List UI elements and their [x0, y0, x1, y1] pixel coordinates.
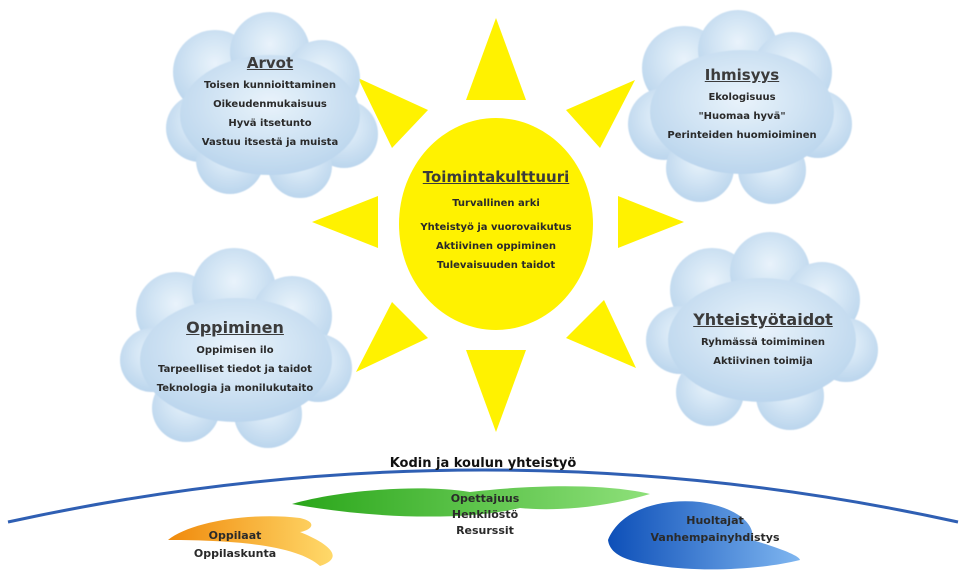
sun-ray-bottom-left: [356, 302, 428, 372]
cloud-title: Oppiminen: [186, 318, 284, 337]
home-school-title: Kodin ja koulun yhteistyö: [389, 456, 577, 471]
cloud-title: Yhteistyötaidot: [693, 310, 833, 329]
group-line: Oppilaat: [208, 529, 262, 542]
swoosh-blue: [608, 501, 800, 570]
cloud-oppiminen-text: Oppiminen Oppimisen ilo Tarpeelliset tie…: [140, 318, 330, 398]
cloud-item: "Huomaa hyvä": [698, 111, 786, 122]
sun-ray-bottom-right: [566, 300, 636, 368]
sun-rays: [312, 18, 684, 432]
center-title: Toimintakulttuuri: [422, 168, 570, 186]
cloud-item: Teknologia ja monilukutaito: [156, 383, 314, 394]
group-oppilaat: Oppilaat Oppilaskunta: [170, 527, 300, 563]
cloud-item: Ekologisuus: [708, 92, 776, 103]
center-item: Aktiivinen oppiminen: [436, 241, 556, 252]
sun-ray-top-right: [566, 80, 635, 148]
group-huoltajat: Huoltajat Vanhempainyhdistys: [630, 512, 800, 546]
center-item: Turvallinen arki: [452, 198, 540, 209]
cloud-oppiminen: [120, 248, 352, 448]
cloud-item: Vastuu itsestä ja muista: [201, 137, 339, 148]
cloud-item: Oikeudenmukaisuus: [213, 99, 327, 110]
sun-ray-top-left: [358, 78, 428, 148]
cloud-title: Arvot: [246, 54, 294, 72]
swoosh-orange: [168, 516, 333, 566]
cloud-arvot-text: Arvot Toisen kunnioittaminen Oikeudenmuk…: [180, 54, 360, 152]
cloud-yhteistyotaidot-text: Yhteistyötaidot Ryhmässä toimiminen Akti…: [668, 310, 858, 371]
sun-ray-top: [466, 18, 526, 100]
center-item: Tulevaisuuden taidot: [436, 260, 556, 271]
sun-ray-bottom: [466, 350, 526, 432]
center-item: Yhteistyö ja vuorovaikutus: [420, 222, 572, 233]
cloud-item: Ryhmässä toimiminen: [701, 337, 825, 348]
cloud-item: Toisen kunnioittaminen: [203, 80, 337, 91]
home-school-arc: [7, 468, 959, 524]
cloud-item: Hyvä itsetunto: [228, 118, 312, 129]
group-line: Oppilaskunta: [193, 547, 277, 560]
cloud-item: Tarpeelliset tiedot ja taidot: [158, 364, 312, 375]
cloud-yhteistyotaidot: [646, 232, 878, 430]
cloud-item: Perinteiden huomioiminen: [667, 130, 817, 141]
group-line: Resurssit: [456, 524, 514, 537]
sun-ray-right: [618, 196, 684, 248]
cloud-title: Ihmisyys: [704, 66, 780, 84]
center-text: Toimintakulttuuri Turvallinen arki Yhtei…: [410, 168, 582, 275]
group-line: Huoltajat: [686, 514, 744, 527]
sun-ray-left: [312, 196, 378, 248]
sun-core: [399, 118, 593, 330]
cloud-item: Aktiivinen toimija: [713, 356, 813, 367]
group-line: Vanhempainyhdistys: [650, 531, 780, 544]
cloud-arvot: [166, 12, 378, 198]
group-opettajuus: Opettajuus Henkilöstö Resurssit: [430, 491, 540, 539]
cloud-item: Oppimisen ilo: [196, 345, 274, 356]
cloud-ihmisyys: [628, 10, 852, 204]
group-line: Henkilöstö: [451, 508, 519, 521]
swoosh-green: [292, 486, 650, 517]
cloud-ihmisyys-text: Ihmisyys Ekologisuus "Huomaa hyvä" Perin…: [652, 66, 832, 145]
group-line: Opettajuus: [450, 492, 520, 505]
